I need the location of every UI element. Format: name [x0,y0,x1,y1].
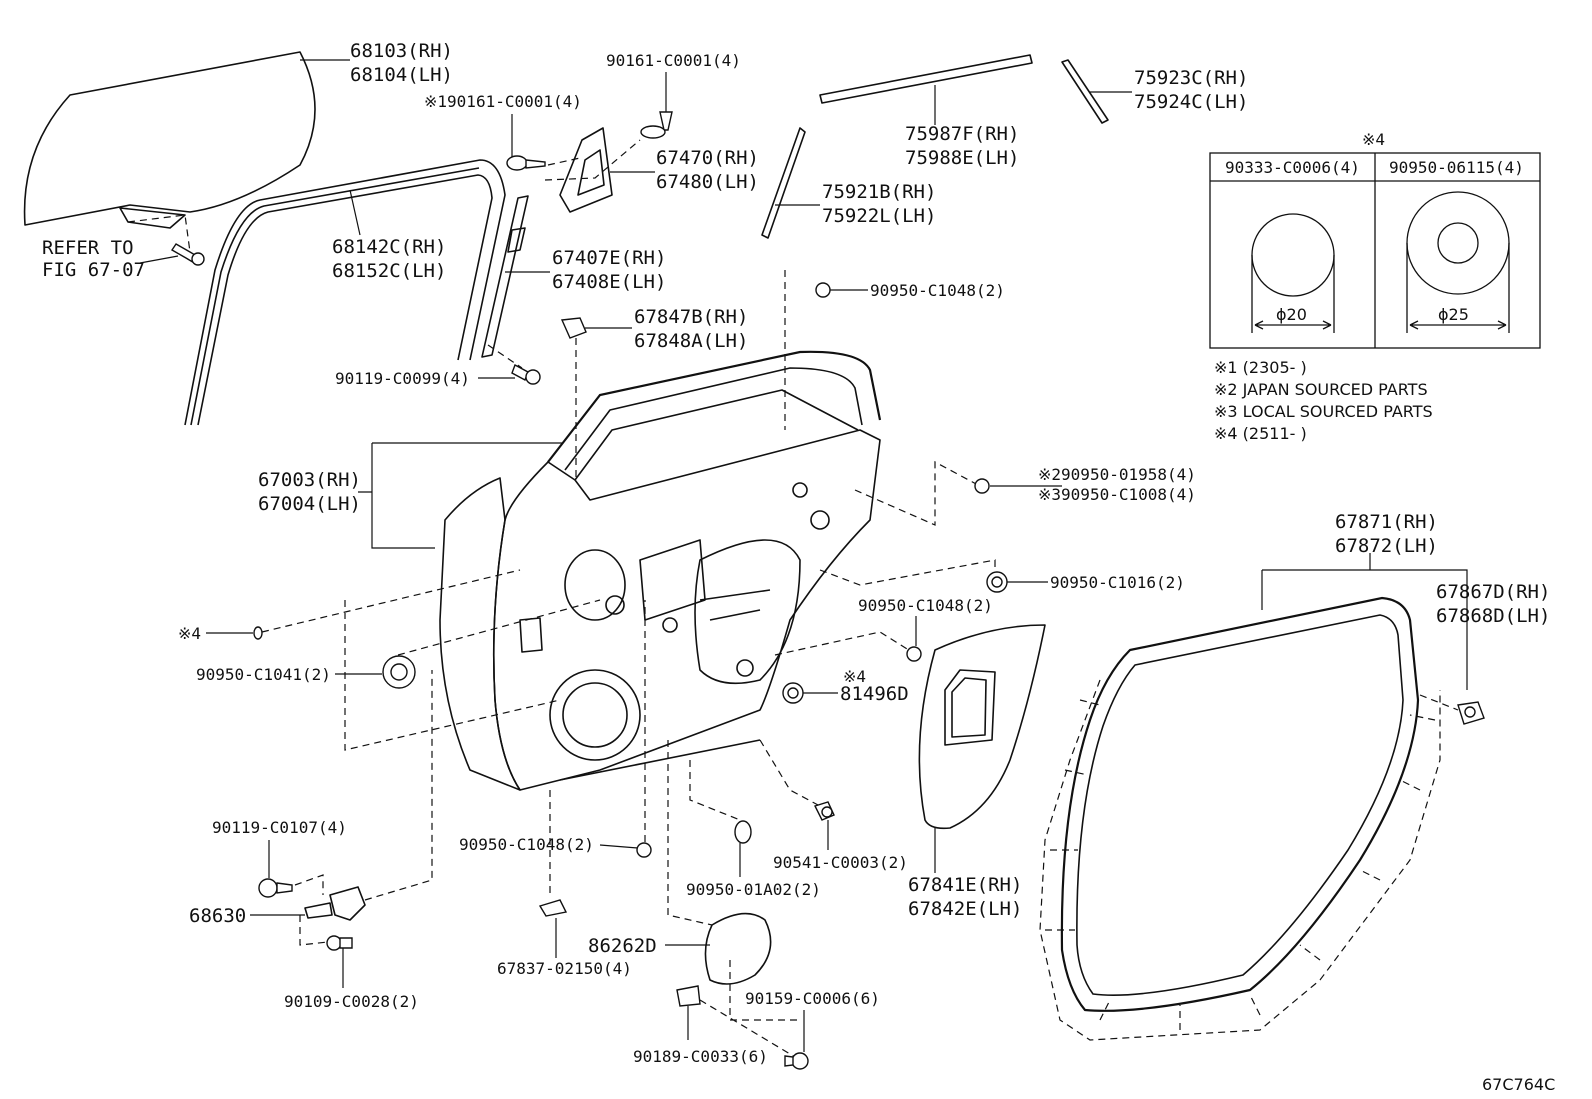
label-67003: 67003(RH) [258,469,361,491]
label-mark4-81496d: ※4 [843,667,866,686]
label-67848a: 67848A(LH) [634,330,748,352]
run-channel-part[interactable] [184,159,506,426]
table-col1-header: 90333-C0006(4) [1225,158,1360,177]
label-67004: 67004(LH) [258,493,361,515]
label-90950-c1008: ※390950-C1008(4) [1038,485,1196,504]
label-68103: 68103(RH) [350,40,453,62]
screw-icon [784,1052,809,1070]
label-90950-c1048-top: 90950-C1048(2) [870,281,1005,300]
label-67470: 67470(RH) [656,147,759,169]
pillar-garnish-part[interactable] [1061,59,1109,124]
bolt-icon [326,935,353,951]
plug-icon [906,646,922,662]
label-90109-c0028: 90109-C0028(2) [284,992,419,1011]
label-67868d: 67868D(LH) [1436,605,1550,627]
label-81496d: 81496D [840,683,909,705]
door-panel-part[interactable] [439,350,882,791]
note-4: ※4 (2511- ) [1214,424,1307,443]
mirror-garnish-part[interactable] [559,127,613,213]
hole-plug-25-icon [1406,191,1510,295]
plug-icon [734,820,752,844]
screw-icon [640,111,673,139]
label-mark4-left: ※4 [178,624,201,643]
label-68142c: 68142C(RH) [332,236,446,258]
label-90159-c0006: 90159-C0006(6) [745,989,880,1008]
label-75922l: 75922L(LH) [822,205,936,227]
grommet-icon [986,571,1008,593]
label-90541-c0003: 90541-C0003(2) [773,853,908,872]
hole-plug-20-icon [1251,213,1335,297]
note-3: ※3 LOCAL SOURCED PARTS [1214,402,1433,421]
door-glass-part[interactable] [23,51,316,229]
label-67847b: 67847B(RH) [634,306,748,328]
hole-seal-icon [253,626,263,640]
label-75988e: 75988E(LH) [905,147,1019,169]
label-90161-c0001: 90161-C0001(4) [606,51,741,70]
frame-moulding-part[interactable] [761,127,806,239]
seal-icon [782,682,804,704]
table-mark: ※4 [1362,130,1385,149]
label-67837-02150: 67837-02150(4) [497,959,632,978]
hole-cover-part[interactable] [918,624,1046,830]
label-67407e: 67407E(RH) [552,247,666,269]
label-90950-01958: ※290950-01958(4) [1038,465,1196,484]
label-90189-c0033: 90189-C0033(6) [633,1047,768,1066]
belt-moulding-part[interactable] [819,54,1033,104]
label-90950-c1016: 90950-C1016(2) [1050,573,1185,592]
clip-icon [676,985,701,1007]
label-68152c: 68152C(LH) [332,260,446,282]
service-cover-part[interactable] [704,912,772,985]
plug-icon [636,842,652,858]
bolt-icon [511,364,541,385]
bolt-icon [258,878,293,898]
grommet-icon [382,655,416,689]
screw-icon [506,155,546,171]
label-75987f: 75987F(RH) [905,123,1019,145]
hole-plug-table: ※4 90333-C0006(4) 90950-06115(4) ϕ20 ϕ25 [1209,130,1541,349]
label-fig-67-07: FIG 67-07 [42,259,145,281]
table-dim2: ϕ25 [1438,305,1469,324]
label-90119-c0107: 90119-C0107(4) [212,818,347,837]
bolt-icon [171,243,205,266]
label-90950-c1041: 90950-C1041(2) [196,665,331,684]
label-67842e: 67842E(LH) [908,898,1022,920]
label-90119-c0099: 90119-C0099(4) [335,369,470,388]
label-90161-c0001-note1: ※190161-C0001(4) [424,92,582,111]
label-90950-c1048-mid: 90950-C1048(2) [858,596,993,615]
label-67408e: 67408E(LH) [552,271,666,293]
label-67480: 67480(LH) [656,171,759,193]
label-refer-to: REFER TO [42,237,134,259]
label-67867d: 67867D(RH) [1436,581,1550,603]
label-75921b: 75921B(RH) [822,181,936,203]
plug-icon [974,478,990,494]
label-90950-c1048-bottom: 90950-C1048(2) [459,835,594,854]
note-2: ※2 JAPAN SOURCED PARTS [1214,380,1428,399]
clip-icon [560,317,587,339]
plug-icon [815,282,831,298]
label-75924c: 75924C(LH) [1134,91,1248,113]
label-67841e: 67841E(RH) [908,874,1022,896]
diagram-code: 67C764C [1482,1075,1555,1094]
label-68630: 68630 [189,905,246,927]
label-67872: 67872(LH) [1335,535,1438,557]
division-bar-part[interactable] [481,195,529,358]
label-68104: 68104(LH) [350,64,453,86]
label-67871: 67871(RH) [1335,511,1438,533]
clip-icon [538,899,568,917]
label-86262d: 86262D [588,935,657,957]
nut-icon [814,801,835,821]
label-90950-01a02: 90950-01A02(2) [686,880,821,899]
label-75923c: 75923C(RH) [1134,67,1248,89]
check-part[interactable] [304,886,366,921]
note-1: ※1 (2305- ) [1214,358,1307,377]
table-col2-header: 90950-06115(4) [1389,158,1524,177]
table-dim1: ϕ20 [1276,305,1307,324]
weatherstrip-part[interactable] [1039,596,1441,1041]
clip-icon [1457,701,1485,725]
